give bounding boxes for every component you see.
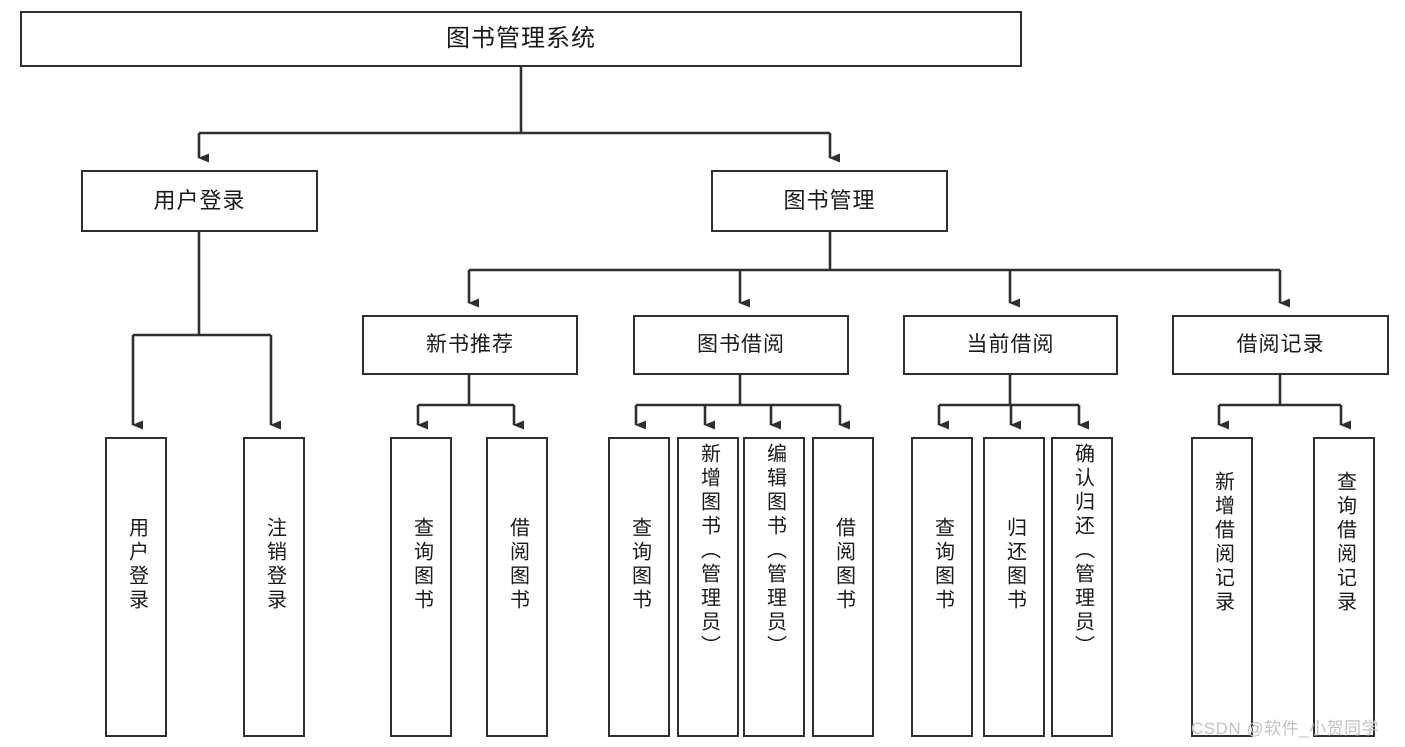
node-label: 新增图书（管理员） xyxy=(697,443,720,659)
leaf-node-current-query-book[interactable]: 查询图书 xyxy=(911,437,973,737)
node-label: 查询借阅记录 xyxy=(1333,471,1356,615)
node-label: 当前借阅 xyxy=(966,332,1055,356)
node-new-book-recommendation[interactable]: 新书推荐 xyxy=(362,315,578,375)
node-label: 注销登录 xyxy=(263,517,286,613)
node-label: 借阅图书 xyxy=(832,517,855,613)
node-label: 借阅图书 xyxy=(506,517,529,613)
node-label: 编辑图书（管理员） xyxy=(763,443,786,659)
node-label: 查询图书 xyxy=(931,517,954,613)
node-user-login[interactable]: 用户登录 xyxy=(81,170,318,232)
node-book-management-system[interactable]: 图书管理系统 xyxy=(20,11,1022,67)
node-label: 图书管理 xyxy=(783,188,876,214)
node-label: 归还图书 xyxy=(1003,517,1026,613)
leaf-node-record-add-record[interactable]: 新增借阅记录 xyxy=(1191,437,1253,737)
leaf-node-rec-borrow-book[interactable]: 借阅图书 xyxy=(486,437,548,737)
leaf-node-current-confirm-return[interactable]: 确认归还（管理员） xyxy=(1051,437,1113,737)
node-borrowing-record[interactable]: 借阅记录 xyxy=(1172,315,1389,375)
csdn-watermark: CSDN @软件_小贺同学 xyxy=(1191,719,1380,738)
node-label: 确认归还（管理员） xyxy=(1071,443,1094,659)
node-label: 查询图书 xyxy=(628,517,651,613)
leaf-node-user-logout[interactable]: 注销登录 xyxy=(243,437,305,737)
node-label: 新书推荐 xyxy=(426,332,514,356)
node-label: 借阅记录 xyxy=(1236,332,1325,356)
node-book-borrowing[interactable]: 图书借阅 xyxy=(633,315,849,375)
node-label: 用户登录 xyxy=(153,188,246,214)
node-current-borrowing[interactable]: 当前借阅 xyxy=(903,315,1118,375)
leaf-node-rec-query-book[interactable]: 查询图书 xyxy=(390,437,452,737)
node-label: 新增借阅记录 xyxy=(1211,471,1234,615)
leaf-node-borrow-add-book[interactable]: 新增图书（管理员） xyxy=(677,437,739,737)
leaf-node-user-login[interactable]: 用户登录 xyxy=(105,437,167,737)
leaf-node-borrow-query-book[interactable]: 查询图书 xyxy=(608,437,670,737)
node-label: 用户登录 xyxy=(125,517,148,613)
leaf-node-current-return-book[interactable]: 归还图书 xyxy=(983,437,1045,737)
node-label: 图书借阅 xyxy=(697,332,785,356)
node-book-management[interactable]: 图书管理 xyxy=(711,170,948,232)
leaf-node-borrow-lend-book[interactable]: 借阅图书 xyxy=(812,437,874,737)
leaf-node-borrow-edit-book[interactable]: 编辑图书（管理员） xyxy=(743,437,805,737)
node-label: 图书管理系统 xyxy=(446,25,596,53)
leaf-node-record-query-record[interactable]: 查询借阅记录 xyxy=(1313,437,1375,737)
node-label: 查询图书 xyxy=(410,517,433,613)
